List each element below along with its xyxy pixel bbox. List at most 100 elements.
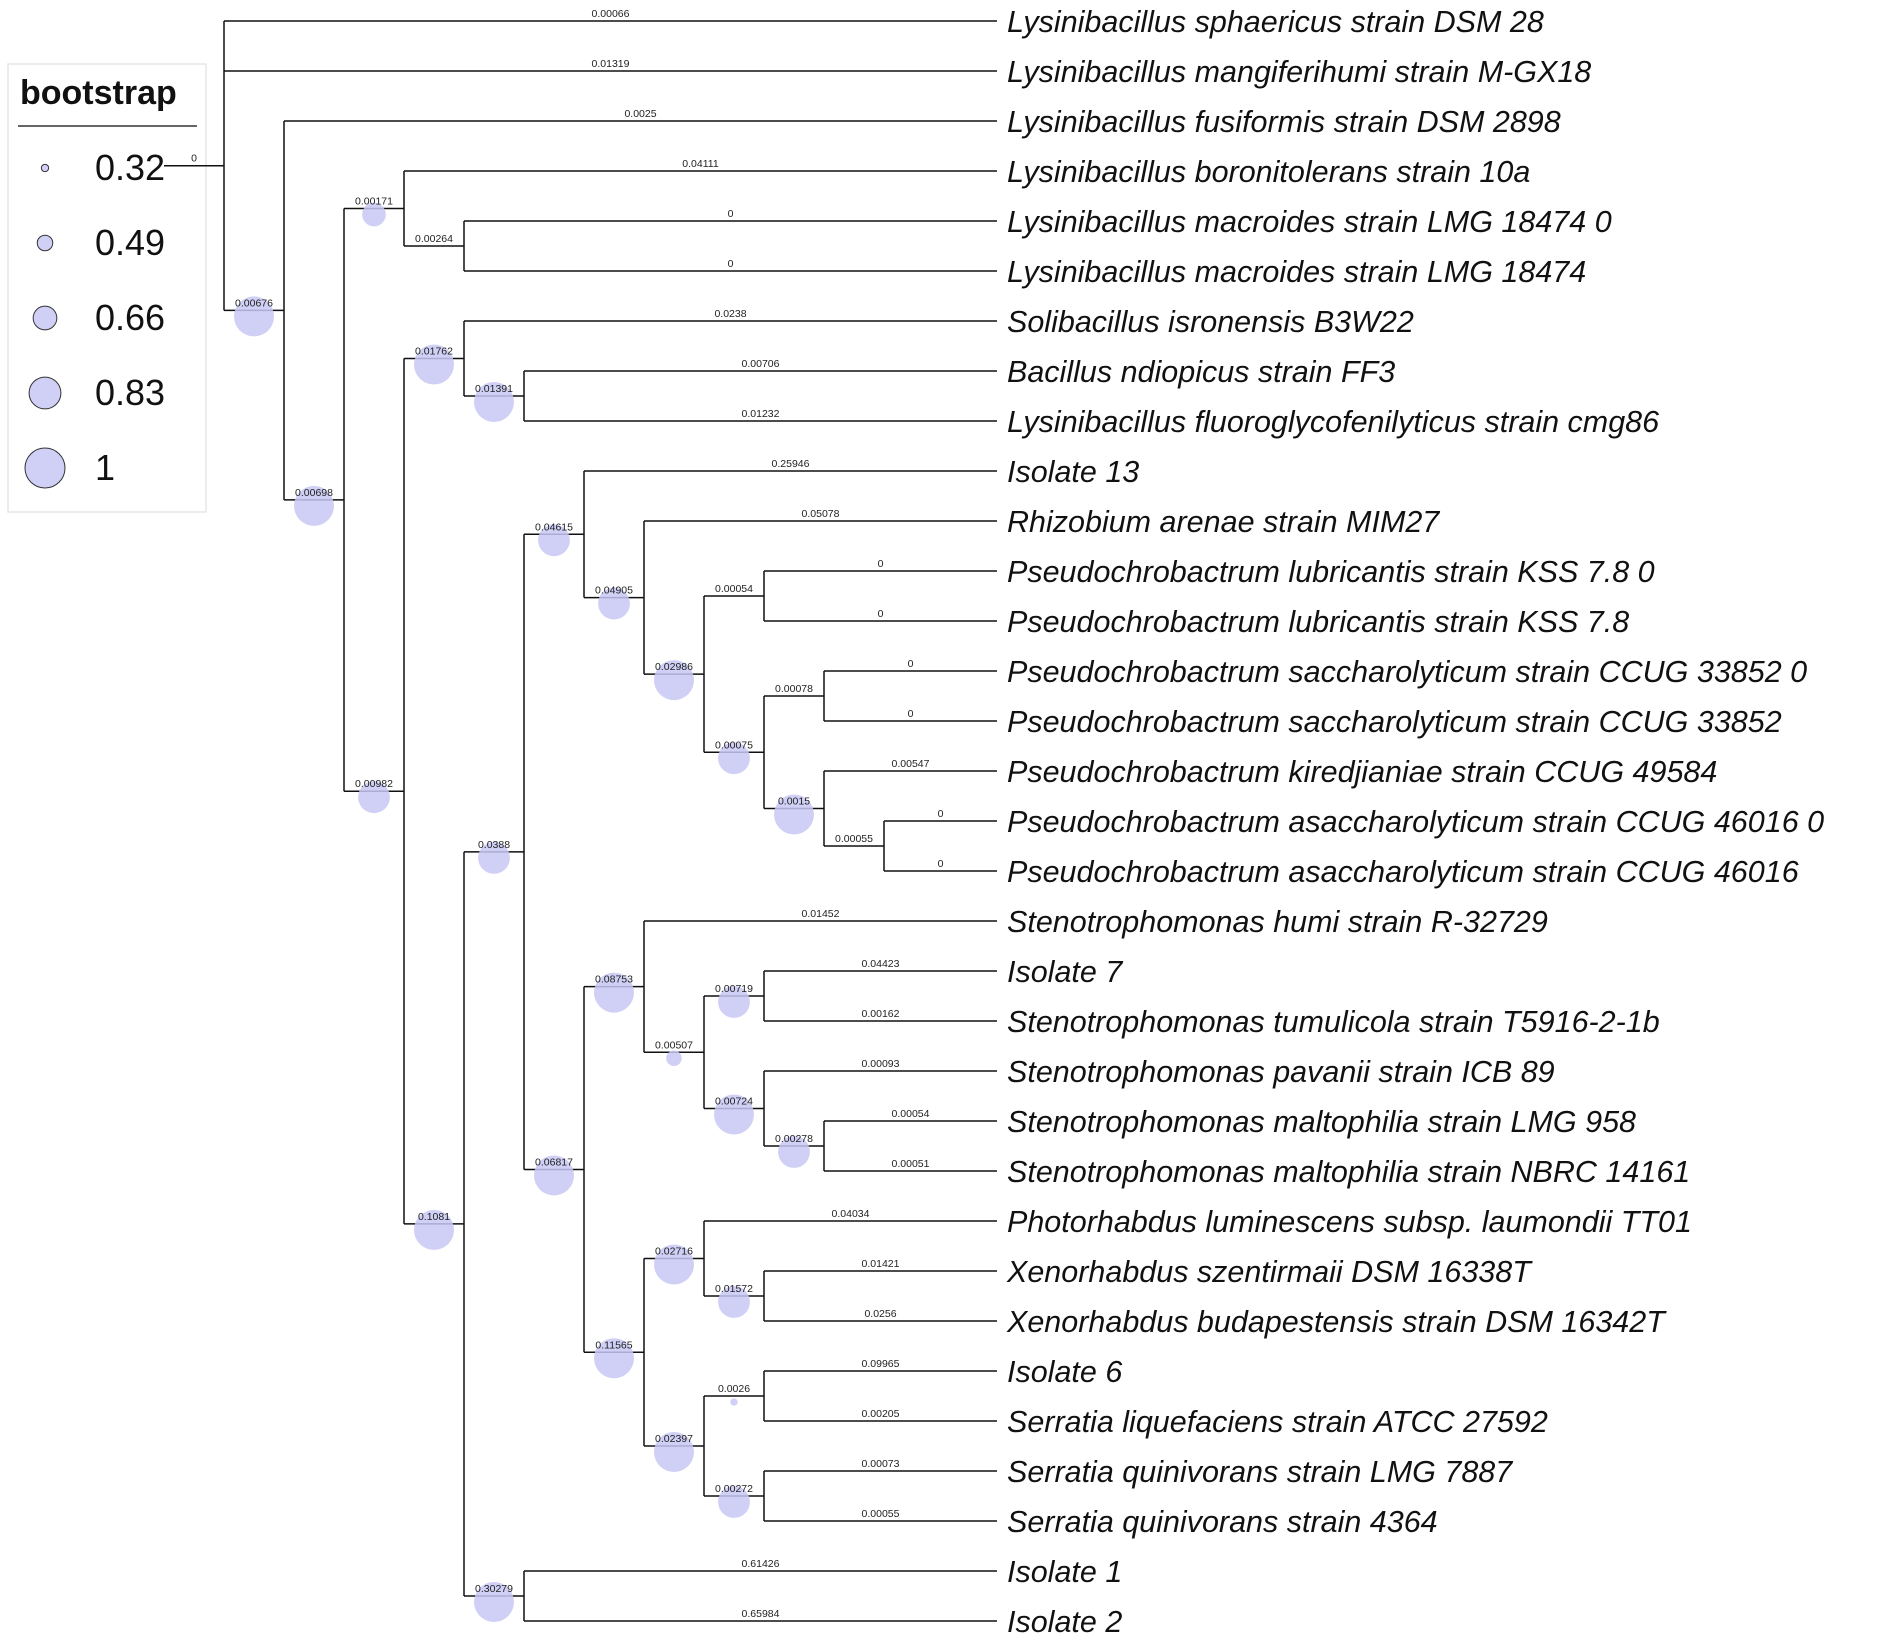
- branch-length-label: 0.0238: [714, 308, 746, 320]
- branch-length-label: 0.00093: [862, 1058, 900, 1070]
- branch-length-label: 0: [878, 558, 884, 570]
- branch-length-label: 0.04111: [682, 158, 719, 170]
- branch-length-label: 0.00698: [295, 487, 333, 499]
- legend-value-label: 0.66: [95, 297, 165, 338]
- branch-length-label: 0.01319: [592, 58, 630, 70]
- branch-length-label: 0.00264: [415, 233, 453, 245]
- branch-length-label: 0.30279: [475, 1583, 513, 1595]
- branch-length-label: 0.00205: [862, 1408, 900, 1420]
- taxon-label: Serratia quinivorans strain LMG 7887: [1007, 1455, 1513, 1489]
- bootstrap-bubble: [234, 296, 274, 337]
- legend-bubble: [40, 163, 50, 173]
- branch-length-label: 0.02397: [655, 1433, 693, 1445]
- branch-length-label: 0.11565: [595, 1339, 632, 1351]
- bootstrap-bubble: [778, 1136, 810, 1168]
- taxon-label: Isolate 13: [1007, 455, 1139, 489]
- taxon-label: Pseudochrobactrum saccharolyticum strain…: [1007, 655, 1807, 689]
- branch-length-label: 0.00054: [715, 583, 753, 595]
- branch-length-label: 0.00982: [355, 778, 393, 790]
- legend-value-label: 1: [95, 447, 115, 488]
- branch-length-label: 0: [938, 808, 944, 820]
- branch-length-label: 0.0015: [778, 796, 810, 808]
- bootstrap-bubble: [474, 1582, 514, 1622]
- bootstrap-bubble: [718, 1286, 750, 1318]
- taxon-label: Serratia liquefaciens strain ATCC 27592: [1007, 1405, 1548, 1439]
- bootstrap-bubble: [294, 485, 334, 526]
- taxon-label: Serratia quinivorans strain 4364: [1007, 1505, 1438, 1539]
- branch-length-label: 0.00719: [715, 983, 753, 995]
- taxon-label: Xenorhabdus budapestensis strain DSM 163…: [1006, 1305, 1667, 1339]
- bootstrap-bubble: [474, 382, 514, 422]
- branch-length-label: 0: [938, 858, 944, 870]
- bootstrap-bubble: [730, 1398, 738, 1406]
- branch-length-label: 0.00055: [862, 1508, 900, 1520]
- branch-length-label: 0: [908, 658, 914, 670]
- bootstrap-bubble: [718, 986, 750, 1018]
- bootstrap-bubble: [478, 841, 510, 874]
- branch-length-label: 0.04034: [832, 1208, 870, 1220]
- taxon-label: Lysinibacillus macroides strain LMG 1847…: [1007, 205, 1612, 239]
- branch-length-label: 0.00676: [235, 297, 273, 309]
- taxon-label: Lysinibacillus boronitolerans strain 10a: [1007, 155, 1530, 189]
- taxon-label: Stenotrophomonas maltophilia strain NBRC…: [1007, 1155, 1690, 1189]
- branch-length-label: 0.25946: [772, 458, 810, 470]
- legend-value-label: 0.49: [95, 222, 165, 263]
- bootstrap-bubble: [534, 1155, 574, 1196]
- branch-length-label: 0: [728, 258, 734, 270]
- branch-length-label: 0.01572: [715, 1283, 753, 1295]
- bootstrap-bubble: [414, 344, 454, 385]
- bootstrap-bubble: [654, 1244, 694, 1285]
- branch-length-label: 0: [878, 608, 884, 620]
- bootstrap-bubble: [598, 587, 630, 620]
- taxon-label: Pseudochrobactrum lubricantis strain KSS…: [1007, 555, 1655, 589]
- bootstrap-legend: bootstrap 0.320.490.660.831: [7, 63, 207, 513]
- bootstrap-bubble: [654, 660, 694, 701]
- branch-length-label: 0.02716: [655, 1246, 693, 1258]
- branch-length-label: 0.00724: [715, 1096, 753, 1108]
- branch-length-label: 0.00078: [775, 683, 813, 695]
- taxon-label: Stenotrophomonas pavanii strain ICB 89: [1007, 1055, 1555, 1089]
- branch-length-label: 0.01232: [742, 408, 780, 420]
- branch-length-label: 0.04615: [535, 521, 573, 533]
- branch-length-label: 0.09965: [862, 1358, 900, 1370]
- taxon-label: Pseudochrobactrum asaccharolyticum strai…: [1007, 805, 1824, 839]
- branch-length-label: 0.02986: [655, 661, 693, 673]
- taxon-label: Bacillus ndiopicus strain FF3: [1007, 355, 1395, 389]
- branch-length-label: 0.00054: [892, 1108, 930, 1120]
- branch-length-label: 0.08753: [595, 974, 633, 986]
- taxon-label: Stenotrophomonas humi strain R-32729: [1007, 905, 1548, 939]
- legend-value-label: 0.83: [95, 372, 165, 413]
- branch-length-label: 0.00278: [775, 1133, 813, 1145]
- legend-entries: 0.320.490.660.831: [24, 147, 165, 489]
- bootstrap-bubble: [358, 781, 390, 814]
- branch-length-label: 0.61426: [742, 1558, 780, 1570]
- bootstrap-bubble: [414, 1209, 454, 1250]
- bootstrap-bubbles: [234, 202, 814, 1622]
- taxon-label: Xenorhabdus szentirmaii DSM 16338T: [1006, 1255, 1533, 1289]
- branch-length-label: 0.0388: [478, 839, 510, 851]
- branch-length-label: 0.05078: [802, 508, 840, 520]
- taxon-label: Pseudochrobactrum asaccharolyticum strai…: [1007, 855, 1799, 889]
- taxon-label: Isolate 7: [1007, 955, 1123, 989]
- taxon-label: Isolate 2: [1007, 1605, 1122, 1635]
- taxon-label: Pseudochrobactrum lubricantis strain KSS…: [1007, 605, 1629, 639]
- branch-length-label: 0.0026: [718, 1383, 750, 1395]
- branch-length-label: 0.00507: [655, 1039, 693, 1051]
- taxon-label: Pseudochrobactrum saccharolyticum strain…: [1007, 705, 1782, 739]
- bootstrap-bubble: [538, 524, 570, 557]
- taxon-label: Lysinibacillus sphaericus strain DSM 28: [1007, 5, 1544, 39]
- taxon-label: Pseudochrobactrum kiredjianiae strain CC…: [1007, 755, 1717, 789]
- bootstrap-bubble: [714, 1094, 754, 1135]
- taxon-label: Lysinibacillus macroides strain LMG 1847…: [1007, 255, 1586, 289]
- bootstrap-bubble: [718, 742, 750, 775]
- bootstrap-bubble: [362, 202, 386, 227]
- bootstrap-bubble: [594, 972, 634, 1013]
- taxon-label: Isolate 6: [1007, 1355, 1122, 1389]
- branch-length-label: 0.00547: [892, 758, 930, 770]
- taxon-label: Rhizobium arenae strain MIM27: [1007, 505, 1440, 539]
- branch-length-label: 0.00051: [892, 1158, 930, 1170]
- taxon-label: Solibacillus isronensis B3W22: [1007, 305, 1414, 339]
- taxon-label: Lysinibacillus mangiferihumi strain M-GX…: [1007, 55, 1591, 89]
